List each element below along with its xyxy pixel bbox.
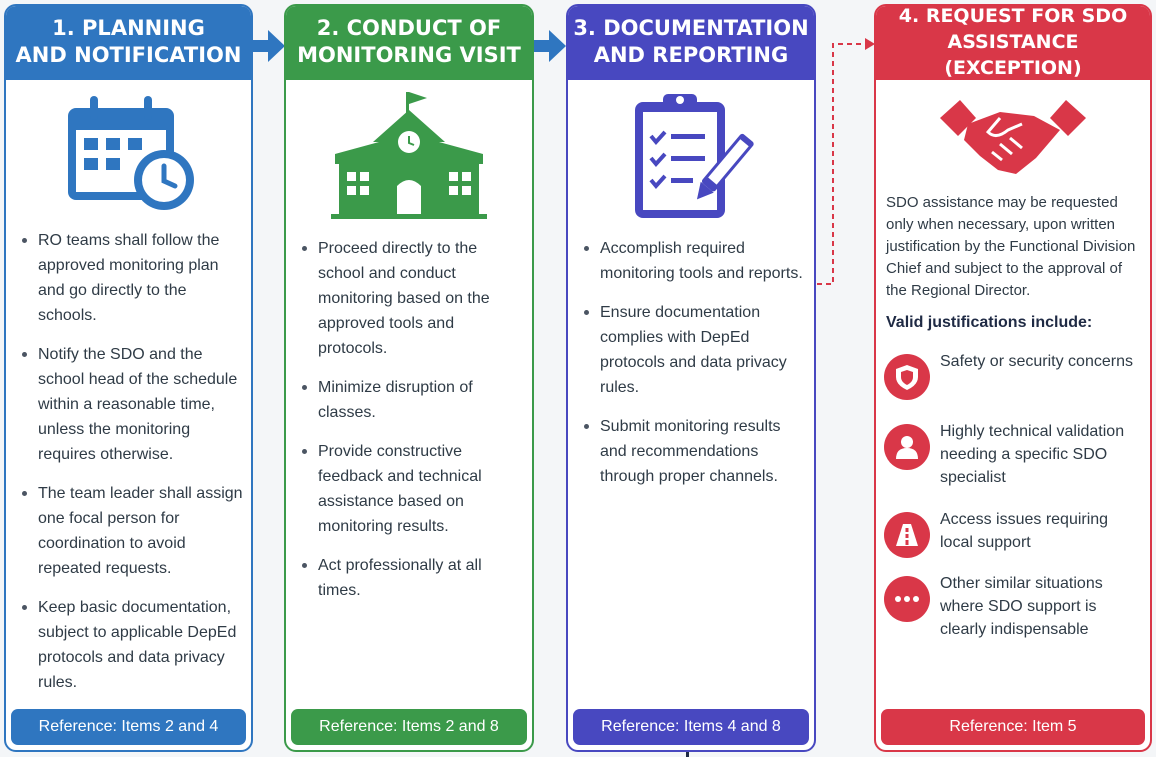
step-card-planning: 1. PLANNING AND NOTIFICATION RO teams sh…: [4, 4, 253, 752]
bullet-item: Keep basic documentation, subject to app…: [18, 595, 243, 695]
step-title: 1. PLANNING AND NOTIFICATION: [6, 6, 251, 80]
flow-arrow-2-3: [533, 30, 566, 62]
justification-item: Access issues requiring local support: [884, 511, 1144, 558]
justification-item: Other similar situations where SDO suppo…: [884, 575, 1144, 641]
reference-badge: Reference: Items 2 and 8: [291, 709, 527, 745]
valid-justifications-title: Valid justifications include:: [886, 314, 1093, 331]
step-bullets: Proceed directly to the school and condu…: [298, 236, 524, 617]
clipboard-checklist-icon: [568, 90, 814, 222]
handshake-icon: [876, 96, 1150, 180]
bullet-item: RO teams shall follow the approved monit…: [18, 228, 243, 328]
bottom-connector-line: [686, 748, 689, 757]
step-card-documentation: 3. DOCUMENTATION AND REPORTING Accomplis…: [566, 4, 816, 752]
reference-badge: Reference: Items 4 and 8: [573, 709, 809, 745]
exception-dashed-connector: [817, 38, 875, 285]
bullet-item: Act professionally at all times.: [298, 553, 524, 603]
flow-arrow-1-2: [252, 30, 285, 62]
shield-icon: [884, 354, 930, 400]
step-bullets: RO teams shall follow the approved monit…: [18, 228, 243, 709]
justification-item: Highly technical validation needing a sp…: [884, 423, 1144, 489]
step-title: 4. REQUEST FOR SDO ASSISTANCE (EXCEPTION…: [876, 6, 1150, 80]
justification-item: Safety or security concerns: [884, 353, 1144, 400]
bullet-item: Ensure documentation complies with DepEd…: [580, 300, 806, 400]
justification-text: Access issues requiring local support: [940, 511, 1109, 551]
road-icon: [884, 512, 930, 558]
calendar-clock-icon: [6, 94, 251, 212]
bullet-item: The team leader shall assign one focal p…: [18, 481, 243, 581]
sdo-description: SDO assistance may be requested only whe…: [886, 194, 1136, 299]
step-title: 2. CONDUCT OF MONITORING VISIT: [286, 6, 532, 80]
person-icon: [884, 424, 930, 470]
justification-text: Highly technical validation needing a sp…: [940, 423, 1125, 486]
bullet-item: Provide constructive feedback and techni…: [298, 439, 524, 539]
step-card-request-sdo: 4. REQUEST FOR SDO ASSISTANCE (EXCEPTION…: [874, 4, 1152, 752]
bullet-item: Notify the SDO and the school head of th…: [18, 342, 243, 467]
reference-badge: Reference: Item 5: [881, 709, 1145, 745]
reference-badge: Reference: Items 2 and 4: [11, 709, 246, 745]
school-building-icon: [286, 90, 532, 220]
step-card-conduct: 2. CONDUCT OF MONITORING VISIT Proceed d…: [284, 4, 534, 752]
justification-text: Other similar situations where SDO suppo…: [940, 575, 1103, 638]
ellipsis-icon: [884, 576, 930, 622]
bullet-item: Accomplish required monitoring tools and…: [580, 236, 806, 286]
bullet-item: Proceed directly to the school and condu…: [298, 236, 524, 361]
bullet-item: Submit monitoring results and recommenda…: [580, 414, 806, 489]
step-bullets: Accomplish required monitoring tools and…: [580, 236, 806, 503]
justification-text: Safety or security concerns: [940, 353, 1133, 370]
step-title: 3. DOCUMENTATION AND REPORTING: [568, 6, 814, 80]
bullet-item: Minimize disruption of classes.: [298, 375, 524, 425]
